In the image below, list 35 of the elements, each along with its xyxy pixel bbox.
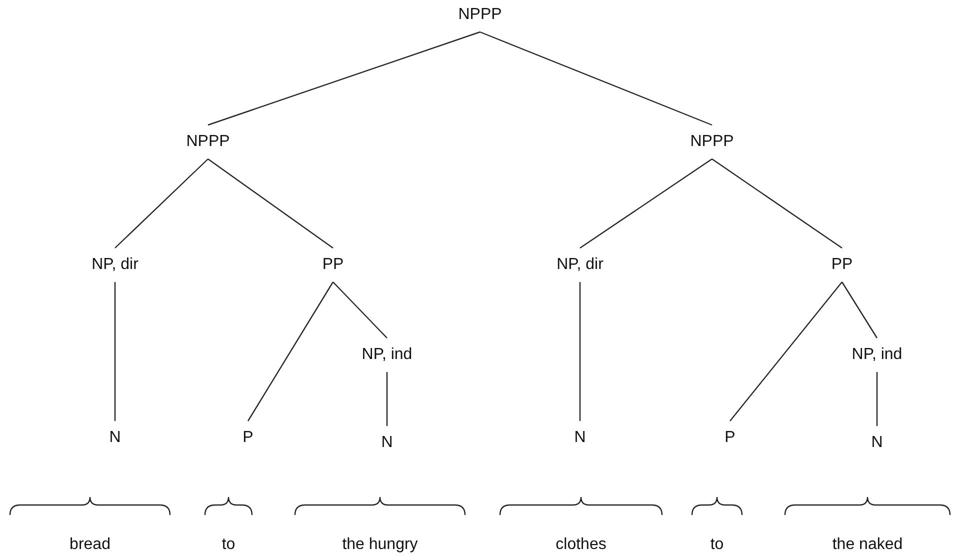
node-label: NPPP [458,6,502,24]
leaf-word: clothes [556,536,606,554]
tree-branch [712,158,842,248]
tree-branch [114,282,116,421]
tree-branch [247,282,334,422]
tree-branch [842,282,878,338]
node-label: NP, dir [92,256,138,274]
leaf-word: to [710,536,724,554]
node-label: NP, ind [362,346,412,364]
tree-branch [208,31,480,126]
tree-branch [480,31,712,126]
leaf-word: to [222,536,236,554]
leaf-word: the hungry [342,536,418,554]
node-label: PP [322,256,344,274]
node-label: N [109,429,121,447]
tree-branch [208,158,334,248]
tree-branch [580,158,712,248]
tree-branch [386,372,388,426]
node-label: P [724,429,736,447]
leaf-word: bread [70,536,110,554]
leaf-word: the naked [832,536,903,554]
tree-branch [332,282,388,338]
tree-branch [114,158,208,248]
node-label: NPPP [186,133,230,151]
node-label: N [381,434,393,452]
node-label: N [871,434,883,452]
tree-branch [579,282,581,421]
node-label: NPPP [690,133,734,151]
node-label: PP [831,256,853,274]
node-label: P [242,429,254,447]
node-label: N [574,429,586,447]
node-label: NP, dir [556,256,604,274]
tree-branch [876,372,878,426]
tree-branch [730,282,842,422]
node-label: NP, ind [852,346,902,364]
